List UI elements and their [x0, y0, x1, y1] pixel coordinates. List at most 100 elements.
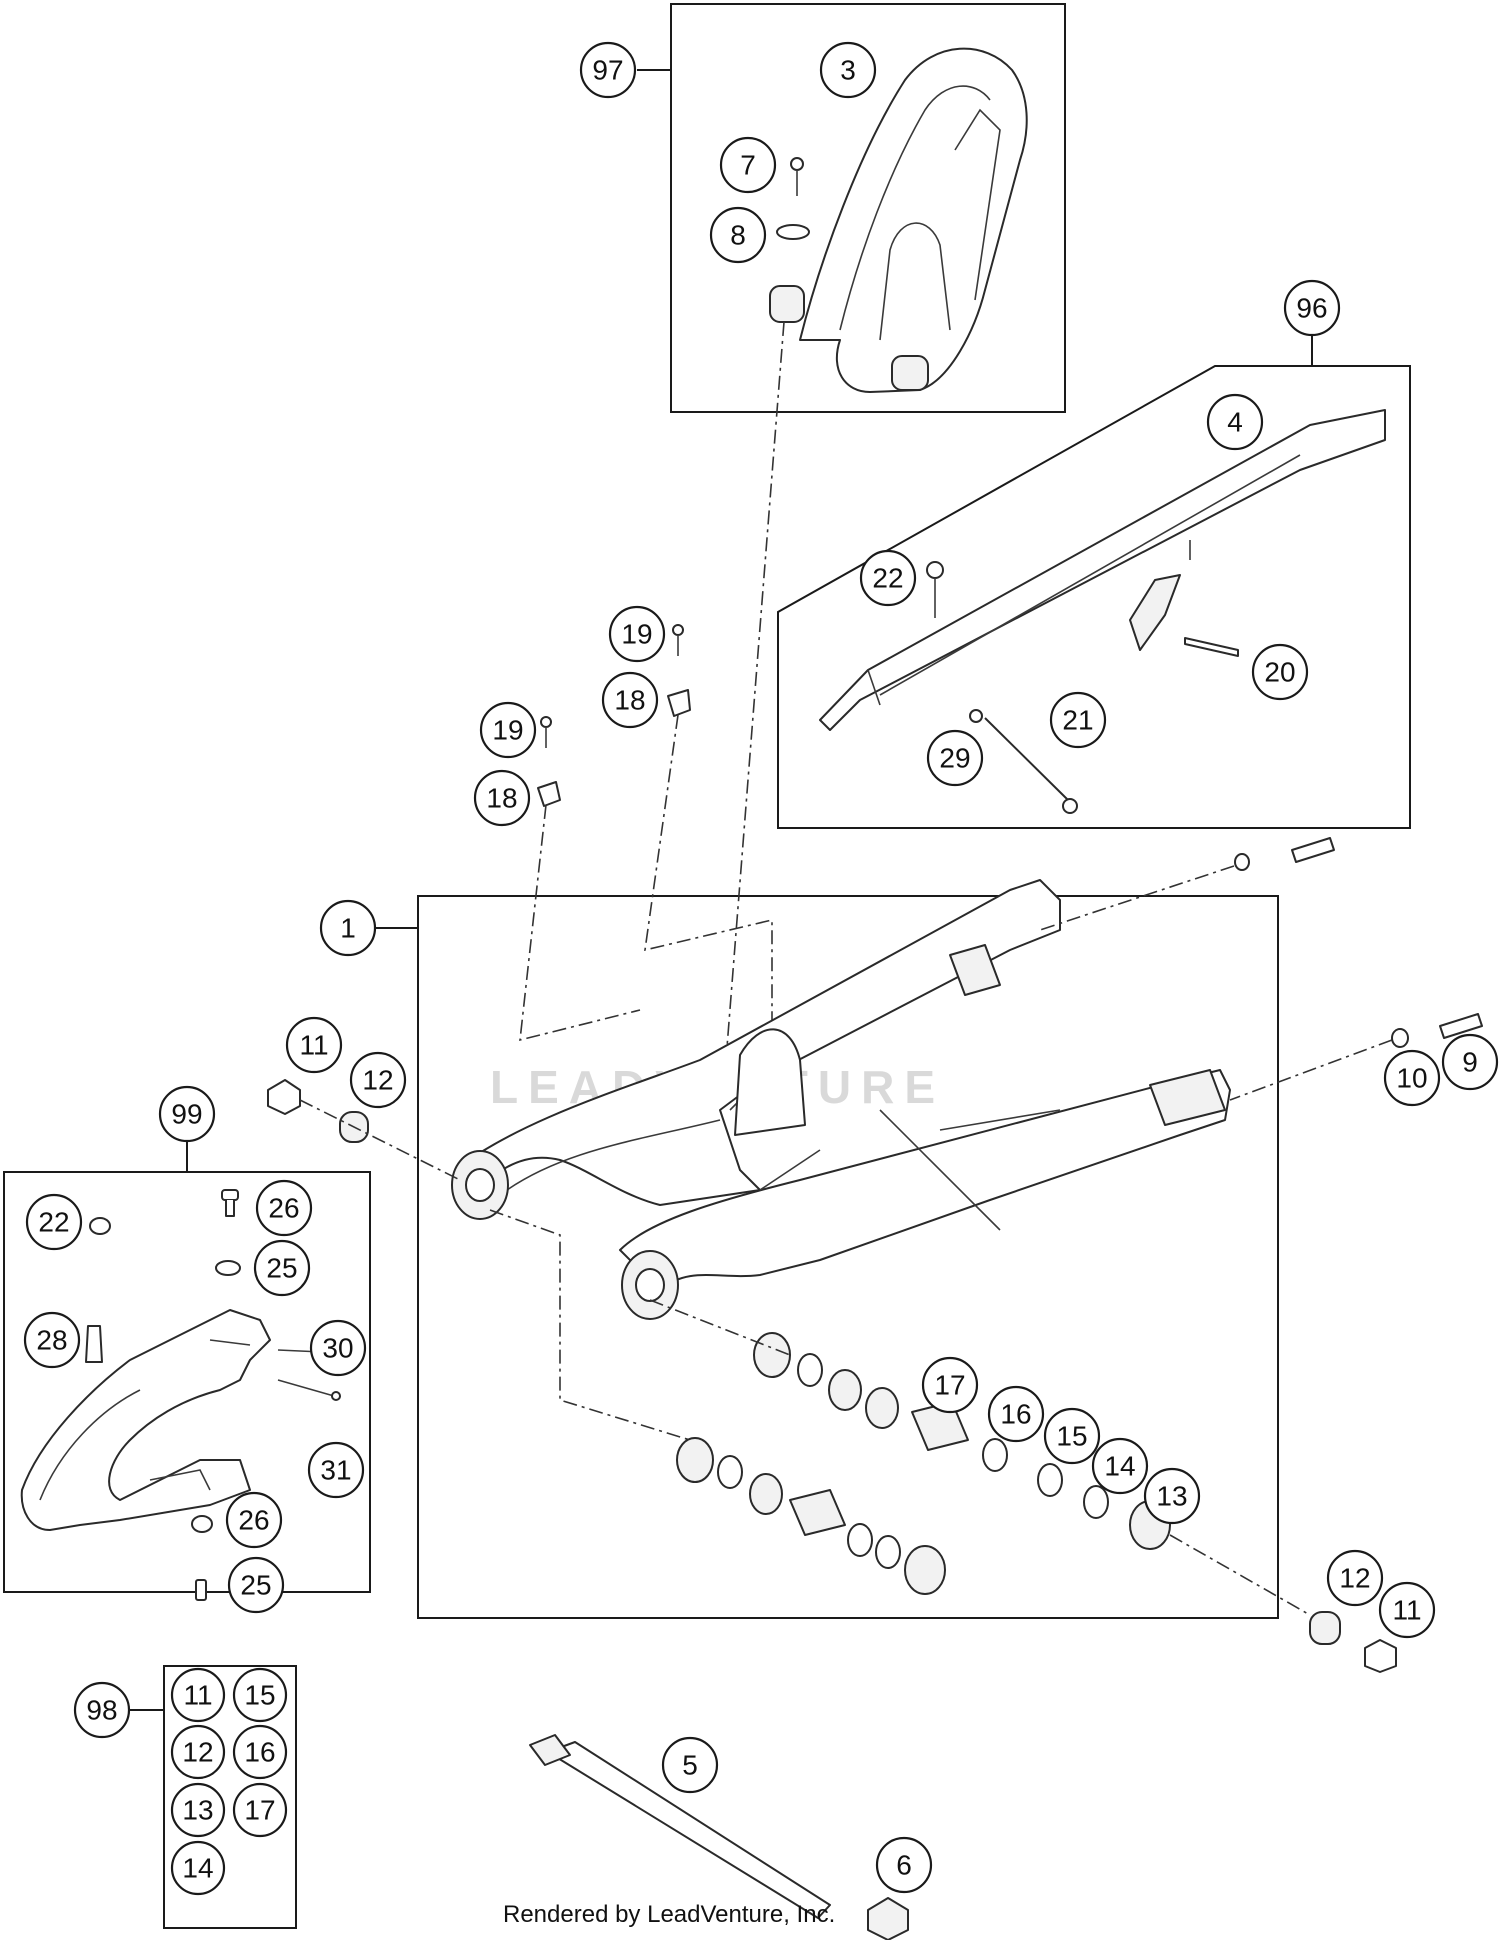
svg-text:22: 22 [872, 563, 903, 594]
washer-8-part [776, 224, 810, 240]
callout-96[interactable]: 96 [1283, 279, 1341, 337]
svg-text:6: 6 [896, 1850, 912, 1881]
svg-text:15: 15 [1056, 1421, 1087, 1452]
callout-3[interactable]: 3 [819, 41, 877, 99]
axis-pivot-right [1169, 1534, 1311, 1616]
callout-99[interactable]: 99 [158, 1085, 216, 1143]
callout-7[interactable]: 7 [719, 136, 777, 194]
svg-text:17: 17 [934, 1370, 965, 1401]
svg-text:25: 25 [240, 1570, 271, 1601]
svg-text:30: 30 [322, 1333, 353, 1364]
callout-15[interactable]: 15 [1043, 1407, 1101, 1465]
callout-5[interactable]: 5 [661, 1736, 719, 1794]
svg-text:21: 21 [1062, 705, 1093, 736]
svg-text:17: 17 [244, 1795, 275, 1826]
callout-kit-14[interactable]: 14 [170, 1840, 226, 1896]
callout-18-left[interactable]: 18 [473, 769, 531, 827]
svg-text:18: 18 [614, 685, 645, 716]
svg-text:28: 28 [36, 1325, 67, 1356]
pin-31-part [277, 1379, 341, 1401]
callout-19-right[interactable]: 19 [608, 605, 666, 663]
callout-20[interactable]: 20 [1251, 643, 1309, 701]
callout-kit-13[interactable]: 13 [170, 1782, 226, 1838]
bolt-26-upper-part [221, 1189, 239, 1217]
svg-text:13: 13 [1156, 1481, 1187, 1512]
svg-text:18: 18 [486, 783, 517, 814]
nut-26-lower-part [191, 1515, 213, 1533]
svg-text:1: 1 [340, 913, 356, 944]
callout-26-upper[interactable]: 26 [255, 1179, 313, 1237]
callout-6[interactable]: 6 [875, 1836, 933, 1894]
callout-kit-15[interactable]: 15 [232, 1667, 288, 1723]
callout-30[interactable]: 30 [309, 1319, 367, 1377]
callout-4[interactable]: 4 [1206, 393, 1264, 451]
axis-clips-right [644, 714, 773, 1030]
callout-13[interactable]: 13 [1143, 1467, 1201, 1525]
svg-text:25: 25 [266, 1253, 297, 1284]
callout-12-left[interactable]: 12 [349, 1051, 407, 1109]
svg-text:16: 16 [1000, 1399, 1031, 1430]
svg-text:5: 5 [682, 1750, 698, 1781]
axis-chain-slider [725, 321, 785, 1061]
callout-8[interactable]: 8 [709, 206, 767, 264]
adjuster-bolt-9-part [1439, 1013, 1483, 1039]
clip-18-right-part [667, 689, 691, 717]
chain-guard-part [819, 409, 1386, 731]
washer-29-part [969, 709, 983, 723]
svg-text:98: 98 [86, 1695, 117, 1726]
svg-text:20: 20 [1264, 657, 1295, 688]
callout-25-lower[interactable]: 25 [227, 1556, 285, 1614]
callout-11-right[interactable]: 11 [1378, 1581, 1436, 1639]
nut-22-kit-part [89, 1217, 111, 1235]
bolt-25-lower-part [195, 1579, 207, 1601]
svg-text:15: 15 [244, 1680, 275, 1711]
callout-26-lower[interactable]: 26 [225, 1491, 283, 1549]
axis-pivot-stack-upper [649, 1299, 791, 1356]
callout-22-kit[interactable]: 22 [25, 1193, 83, 1251]
axis-clips-left [519, 804, 641, 1042]
credit-text: Rendered by LeadVenture, Inc. [503, 1901, 835, 1928]
callout-31[interactable]: 31 [307, 1441, 365, 1499]
group-box-98 [163, 1665, 297, 1929]
svg-text:97: 97 [592, 55, 623, 86]
svg-text:96: 96 [1296, 293, 1327, 324]
callout-kit-17[interactable]: 17 [232, 1782, 288, 1838]
callout-28[interactable]: 28 [23, 1311, 81, 1369]
bolt-20-part [1184, 637, 1239, 657]
callout-19-left[interactable]: 19 [479, 701, 537, 759]
callout-1[interactable]: 1 [319, 899, 377, 957]
callout-kit-16[interactable]: 16 [232, 1724, 288, 1780]
callout-10[interactable]: 10 [1383, 1049, 1441, 1107]
callout-kit-11[interactable]: 11 [170, 1667, 226, 1723]
nut-11-right-part [1364, 1639, 1397, 1673]
svg-text:12: 12 [182, 1737, 213, 1768]
callout-18-right[interactable]: 18 [601, 671, 659, 729]
bolt-21-part [984, 717, 1078, 814]
callout-14[interactable]: 14 [1091, 1437, 1149, 1495]
callout-29[interactable]: 29 [926, 729, 984, 787]
callout-22-guard[interactable]: 22 [859, 549, 917, 607]
callout-16[interactable]: 16 [987, 1385, 1045, 1443]
svg-text:14: 14 [1104, 1451, 1135, 1482]
callout-9[interactable]: 9 [1441, 1033, 1499, 1091]
callout-kit-12[interactable]: 12 [170, 1724, 226, 1780]
callout-17[interactable]: 17 [921, 1356, 979, 1414]
svg-text:12: 12 [362, 1065, 393, 1096]
callout-97[interactable]: 97 [579, 41, 637, 99]
pivot-axle-5-part [529, 1734, 831, 1919]
callout-11-left[interactable]: 11 [285, 1016, 343, 1074]
screw-19-left-part [540, 716, 552, 748]
svg-text:9: 9 [1462, 1047, 1478, 1078]
svg-text:19: 19 [492, 715, 523, 746]
callout-98[interactable]: 98 [73, 1681, 131, 1739]
svg-text:11: 11 [183, 1680, 212, 1711]
callout-25-upper[interactable]: 25 [253, 1239, 311, 1297]
group-box-97 [670, 3, 1066, 413]
callout-21[interactable]: 21 [1049, 691, 1107, 749]
nut-6-part [867, 1897, 909, 1940]
bolt-7-part [790, 157, 804, 196]
axis-adjuster-upper [1039, 865, 1235, 931]
svg-text:10: 10 [1396, 1063, 1427, 1094]
callout-12-right[interactable]: 12 [1326, 1549, 1384, 1607]
